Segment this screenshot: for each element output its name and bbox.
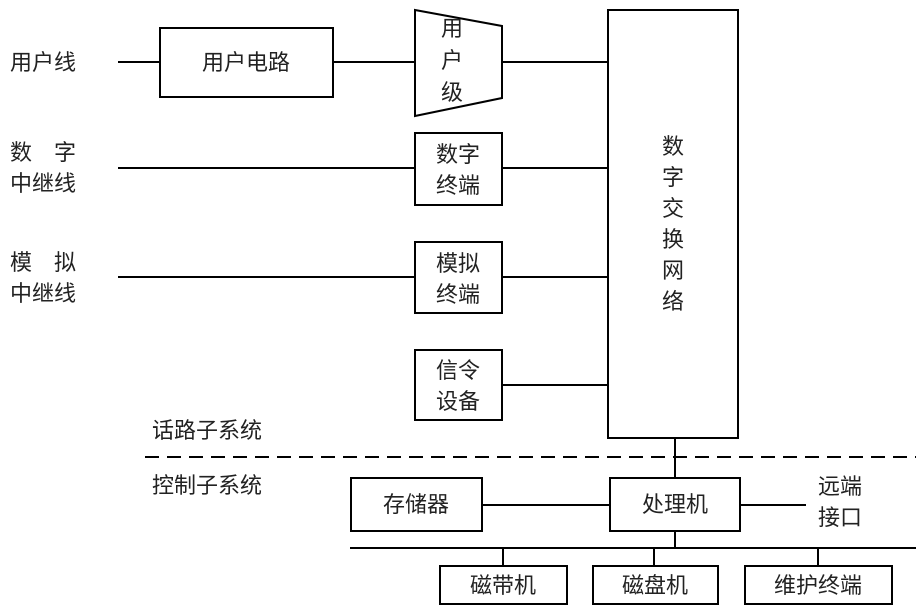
user-circuit-label: 用户电路 <box>202 51 290 76</box>
user-stage-trapezoid <box>414 8 503 118</box>
switch-network-label-3: 交 <box>662 197 684 222</box>
user-line-label: 用户线 <box>10 51 76 76</box>
digital-terminal-label-2: 终端 <box>436 174 480 199</box>
switch-network-box <box>607 9 739 439</box>
analog-terminal-box <box>414 241 503 314</box>
disk-label: 磁盘机 <box>622 574 688 599</box>
remote-interface-label-1: 远端 <box>818 475 862 500</box>
switch-network-label-4: 换 <box>662 228 684 253</box>
maintenance-terminal-label: 维护终端 <box>774 574 862 599</box>
digital-terminal-box <box>414 132 503 206</box>
processor-label: 处理机 <box>642 493 708 518</box>
user-stage-label-3: 级 <box>441 81 463 106</box>
disk-box <box>592 565 719 605</box>
switch-network-label-1: 数 <box>662 135 684 160</box>
tape-label: 磁带机 <box>470 574 536 599</box>
remote-interface-label-2: 接口 <box>818 506 862 531</box>
signaling-label-2: 设备 <box>436 390 480 415</box>
control-subsystem-label: 控制子系统 <box>152 474 262 499</box>
voice-subsystem-label: 话路子系统 <box>152 419 262 444</box>
switch-network-label-6: 络 <box>662 290 684 315</box>
switch-network-label-5: 网 <box>662 259 684 284</box>
memory-box <box>350 477 483 532</box>
analog-trunk-label-1: 模 拟 <box>10 251 76 276</box>
analog-trunk-label-2: 中继线 <box>10 282 76 307</box>
memory-label: 存储器 <box>383 493 449 518</box>
digital-trunk-label-2: 中继线 <box>10 172 76 197</box>
maintenance-terminal-box <box>744 565 893 605</box>
analog-terminal-label-1: 模拟 <box>436 252 480 277</box>
switch-network-label-2: 字 <box>662 166 684 191</box>
user-stage-label-1: 用 <box>441 17 463 42</box>
signaling-label-1: 信令 <box>436 359 480 384</box>
tape-box <box>439 565 568 605</box>
digital-terminal-label-1: 数字 <box>436 143 480 168</box>
processor-box <box>609 477 741 532</box>
analog-terminal-label-2: 终端 <box>436 283 480 308</box>
user-stage-label-2: 户 <box>441 49 463 74</box>
digital-trunk-label-1: 数 字 <box>10 141 76 166</box>
